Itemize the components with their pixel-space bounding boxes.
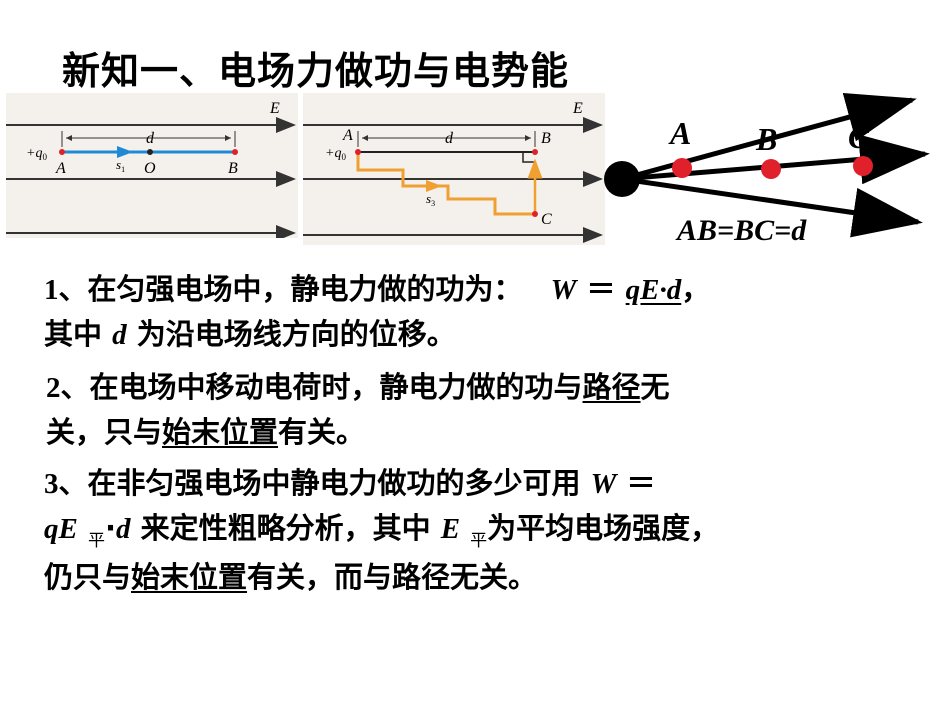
point-a-label: A <box>342 127 353 144</box>
source-charge <box>604 161 640 197</box>
nonuniform-field-figure: A B C AB=BC=d <box>600 88 945 253</box>
paragraph-2-line-2: 关，只与始末位置有关。 <box>46 415 366 449</box>
uniform-field-stepped-path-figure: E d A +q0 B C s3 <box>303 93 605 245</box>
paragraph-1-line-2: 其中 d 为沿电场线方向的位移。 <box>44 317 456 351</box>
stepped-path <box>356 152 535 216</box>
point-c <box>853 156 873 176</box>
label-c: C <box>848 119 870 155</box>
charge-label: +q0 <box>325 146 346 162</box>
slide-title: 新知一、电场力做功与电势能 <box>62 49 570 93</box>
paragraph-1: 1、在匀强电场中，静电力做的功为： W ＝ qE·d， 其中 d 为沿电场线方向… <box>44 267 710 357</box>
point-b <box>232 149 238 155</box>
charge-label: +q0 <box>26 146 47 162</box>
field-line-upper <box>621 92 917 182</box>
distance-label: d <box>445 130 454 147</box>
paragraph-3-line-2: qE 平·d 来定性粗略分析，其中 E 平为平均电场强度， <box>44 511 720 551</box>
point-c-label: C <box>541 211 552 228</box>
path-label: s1 <box>116 157 125 174</box>
field-label: E <box>572 100 583 117</box>
point-b-label: B <box>228 160 238 177</box>
point-a-label: A <box>55 160 66 177</box>
paragraph-2-line-1: 2、在电场中移动电荷时，静电力做的功与路径无 <box>46 370 670 404</box>
label-a: A <box>668 115 691 151</box>
path-label: s3 <box>426 191 435 208</box>
point-a <box>672 158 692 178</box>
paragraph-3: 3、在非匀强电场中静电力做功的多少可用 W ＝ qE 平·d 来定性粗略分析，其… <box>44 461 719 599</box>
paragraph-3-line-1: 3、在非匀强电场中静电力做功的多少可用 W ＝ <box>44 466 656 500</box>
paragraph-2: 2、在电场中移动电荷时，静电力做的功与路径无 关，只与始末位置有关。 <box>46 365 670 454</box>
point-b-label: B <box>541 130 551 147</box>
point-b <box>761 159 781 179</box>
point-b <box>532 149 538 155</box>
point-o-label: O <box>144 160 156 177</box>
point-a <box>59 149 65 155</box>
field-label: E <box>269 100 280 117</box>
label-b: B <box>755 121 777 157</box>
point-a <box>355 149 361 155</box>
uniform-field-straight-path-figure: E d +q0 A O B s1 <box>6 93 298 241</box>
point-c <box>532 211 538 217</box>
paragraph-3-line-3: 仍只与始末位置有关，而与路径无关。 <box>44 560 538 594</box>
equation-label: AB=BC=d <box>675 214 807 247</box>
paragraph-1-line-1: 1、在匀强电场中，静电力做的功为： W ＝ qE·d， <box>44 272 711 306</box>
distance-label: d <box>146 130 155 147</box>
field-line-lower <box>621 176 923 238</box>
point-o <box>147 149 153 155</box>
